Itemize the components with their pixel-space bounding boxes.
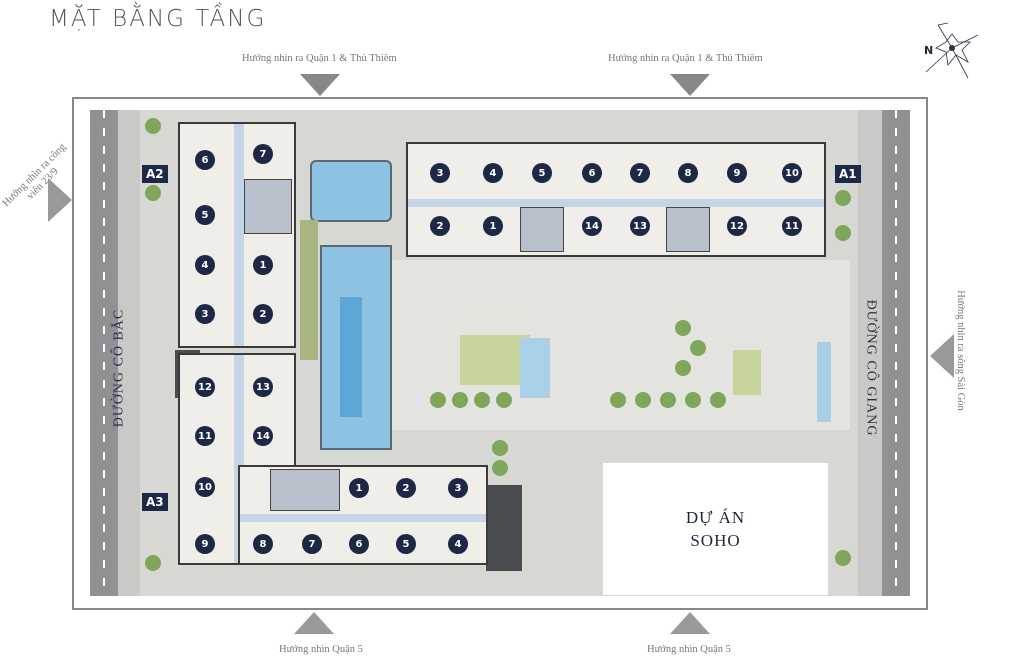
- view-label-top-right: Hướng nhìn ra Quận 1 & Thủ Thiêm: [608, 53, 763, 64]
- tree: [145, 555, 161, 571]
- unit-badge-a3-14[interactable]: 14: [253, 426, 273, 446]
- road-left: [90, 110, 118, 596]
- unit-badge-a2-7[interactable]: 7: [253, 144, 273, 164]
- unit-badge-a3-3[interactable]: 3: [448, 478, 468, 498]
- tree: [145, 185, 161, 201]
- unit-badge-a2-2[interactable]: 2: [253, 304, 273, 324]
- unit-badge-a1-1[interactable]: 1: [483, 216, 503, 236]
- tree: [145, 118, 161, 134]
- unit-badge-a3-6[interactable]: 6: [349, 534, 369, 554]
- tree: [474, 392, 490, 408]
- block-label-a1[interactable]: A1: [835, 165, 861, 183]
- unit-badge-a1-9[interactable]: 9: [727, 163, 747, 183]
- unit-badge-a3-5[interactable]: 5: [396, 534, 416, 554]
- unit-badge-a1-4[interactable]: 4: [483, 163, 503, 183]
- lawn: [460, 335, 530, 385]
- page-title: MẶT BẰNG TẦNG: [49, 6, 267, 32]
- pool-lap: [320, 245, 392, 450]
- arrow-down-icon: [670, 74, 710, 96]
- unit-badge-a1-12[interactable]: 12: [727, 216, 747, 236]
- planter: [300, 220, 318, 360]
- unit-badge-a1-6[interactable]: 6: [582, 163, 602, 183]
- core: [520, 207, 564, 252]
- unit-badge-a3-11[interactable]: 11: [195, 426, 215, 446]
- tree: [675, 320, 691, 336]
- water-feature: [520, 338, 550, 398]
- tree: [496, 392, 512, 408]
- unit-badge-a1-11[interactable]: 11: [782, 216, 802, 236]
- unit-badge-a3-7[interactable]: 7: [302, 534, 322, 554]
- soho-project-area: DỰ ÁN SOHO: [603, 463, 828, 595]
- tree: [835, 190, 851, 206]
- tree: [492, 440, 508, 456]
- water-feature: [817, 342, 831, 422]
- unit-badge-a1-3[interactable]: 3: [430, 163, 450, 183]
- unit-badge-a1-5[interactable]: 5: [532, 163, 552, 183]
- unit-badge-a1-13[interactable]: 13: [630, 216, 650, 236]
- tree: [430, 392, 446, 408]
- compass-north-label: N: [924, 44, 934, 57]
- unit-badge-a1-2[interactable]: 2: [430, 216, 450, 236]
- unit-badge-a2-1[interactable]: 1: [253, 255, 273, 275]
- block-label-a3[interactable]: A3: [142, 493, 168, 511]
- view-label-right: Hướng nhìn ra sông Sài Gòn: [954, 290, 966, 411]
- road-name-left: ĐƯỜNG CÔ BẮC: [111, 308, 127, 428]
- road-name-right: ĐƯỜNG CÔ GIANG: [863, 299, 879, 437]
- tree: [685, 392, 701, 408]
- unit-badge-a3-12[interactable]: 12: [195, 377, 215, 397]
- unit-badge-a1-8[interactable]: 8: [678, 163, 698, 183]
- tree: [675, 360, 691, 376]
- unit-badge-a1-14[interactable]: 14: [582, 216, 602, 236]
- unit-badge-a3-2[interactable]: 2: [396, 478, 416, 498]
- arrow-right-icon: [48, 178, 72, 222]
- unit-badge-a3-13[interactable]: 13: [253, 377, 273, 397]
- unit-badge-a2-3[interactable]: 3: [195, 304, 215, 324]
- tree: [492, 460, 508, 476]
- soho-label-line2: SOHO: [690, 531, 741, 550]
- tree: [690, 340, 706, 356]
- unit-badge-a1-7[interactable]: 7: [630, 163, 650, 183]
- tree: [710, 392, 726, 408]
- tree: [835, 550, 851, 566]
- view-label-top-left: Hướng nhìn ra Quận 1 & Thủ Thiêm: [242, 53, 397, 64]
- unit-badge-a2-4[interactable]: 4: [195, 255, 215, 275]
- tree: [452, 392, 468, 408]
- tree: [835, 225, 851, 241]
- sidewalk-left: [118, 110, 140, 596]
- core: [666, 207, 710, 252]
- tree: [610, 392, 626, 408]
- tree: [660, 392, 676, 408]
- pool-small: [310, 160, 392, 222]
- sidewalk-right: [858, 110, 882, 596]
- block-label-a2[interactable]: A2: [142, 165, 168, 183]
- unit-badge-a1-10[interactable]: 10: [782, 163, 802, 183]
- core: [244, 179, 292, 234]
- arrow-left-icon: [930, 334, 954, 378]
- unit-badge-a3-9[interactable]: 9: [195, 534, 215, 554]
- arrow-up-icon: [294, 612, 334, 634]
- arrow-up-icon: [670, 612, 710, 634]
- unit-badge-a3-8[interactable]: 8: [253, 534, 273, 554]
- unit-badge-a2-6[interactable]: 6: [195, 150, 215, 170]
- view-label-bottom-left: Hướng nhìn Quận 5: [279, 644, 363, 655]
- compass-rose: N: [918, 20, 988, 82]
- unit-badge-a3-4[interactable]: 4: [448, 534, 468, 554]
- core: [270, 469, 340, 511]
- compass-icon: [925, 22, 979, 79]
- tree: [635, 392, 651, 408]
- unit-badge-a2-5[interactable]: 5: [195, 205, 215, 225]
- lawn: [733, 350, 761, 395]
- soho-label-line1: DỰ ÁN: [685, 508, 746, 527]
- arrow-down-icon: [300, 74, 340, 96]
- unit-badge-a3-10[interactable]: 10: [195, 477, 215, 497]
- road-right: [882, 110, 910, 596]
- unit-badge-a3-1[interactable]: 1: [349, 478, 369, 498]
- view-label-bottom-right: Hướng nhìn Quận 5: [647, 644, 731, 655]
- block-a1: [406, 142, 826, 257]
- dark-roof: [486, 485, 522, 571]
- site-plan: 6 5 4 3 7 1 2 12 11 10 9 13 14 8 7 6 5 4…: [90, 110, 910, 596]
